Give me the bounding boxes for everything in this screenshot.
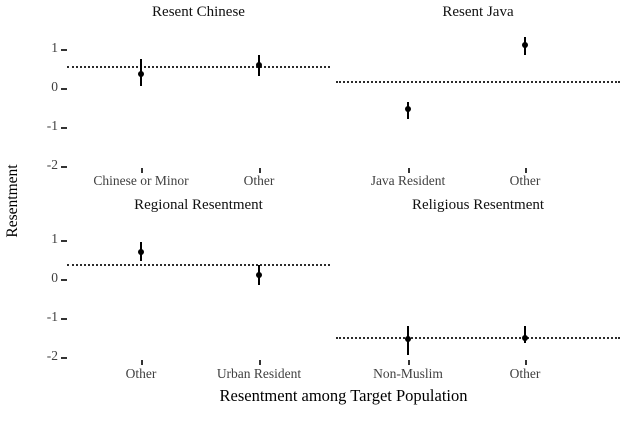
facet-title: Resent Java [442,4,514,20]
reference-dotted-line [67,65,330,68]
x-category-label: Urban Resident [216,366,302,381]
y-tick-mark [61,88,67,90]
y-tick-mark [61,357,67,359]
y-tick-label: 1 [51,40,58,55]
x-category-label: Other [243,173,275,188]
y-tick-mark [61,49,67,51]
y-tick-label: -1 [46,309,58,324]
x-category-label: Java Resident [370,173,446,188]
y-tick-label: -2 [46,157,58,172]
x-tick-mark [141,168,143,173]
x-tick-mark [259,168,261,173]
facet-title: Religious Resentment [411,197,545,213]
y-tick-mark [61,127,67,129]
reference-dotted-line [67,264,330,267]
y-axis-title: Resentment [4,164,21,238]
reference-dotted-line [336,336,620,339]
x-category-label: Non-Muslim [373,366,443,381]
y-tick-label: 0 [51,79,58,94]
point-estimate [256,272,262,279]
x-category-label: Other [509,366,541,381]
y-tick-mark [61,318,67,320]
x-tick-mark [525,168,527,173]
point-estimate [138,248,144,255]
y-tick-mark [61,166,67,168]
x-tick-mark [408,168,410,173]
reference-dotted-line [336,81,620,84]
y-tick-label: 1 [51,231,58,246]
point-estimate [522,334,528,341]
point-estimate [522,42,528,49]
facet-title: Regional Resentment [134,197,263,213]
y-tick-label: 0 [51,270,58,285]
point-estimate [405,106,411,113]
x-tick-mark [141,360,143,365]
y-tick-mark [61,240,67,242]
x-category-label: Other [125,366,157,381]
y-tick-mark [61,279,67,281]
x-tick-mark [408,360,410,365]
facet-title: Resent Chinese [152,4,245,20]
x-category-label: Other [509,173,541,188]
point-estimate [256,61,262,68]
x-tick-mark [259,360,261,365]
y-tick-label: -2 [46,348,58,363]
x-axis-title: Resentment among Target Population [219,386,468,405]
y-tick-label: -1 [46,118,58,133]
point-estimate [405,336,411,343]
point-estimate [138,71,144,78]
x-tick-mark [525,360,527,365]
x-category-label: Chinese or Minor [93,173,189,188]
